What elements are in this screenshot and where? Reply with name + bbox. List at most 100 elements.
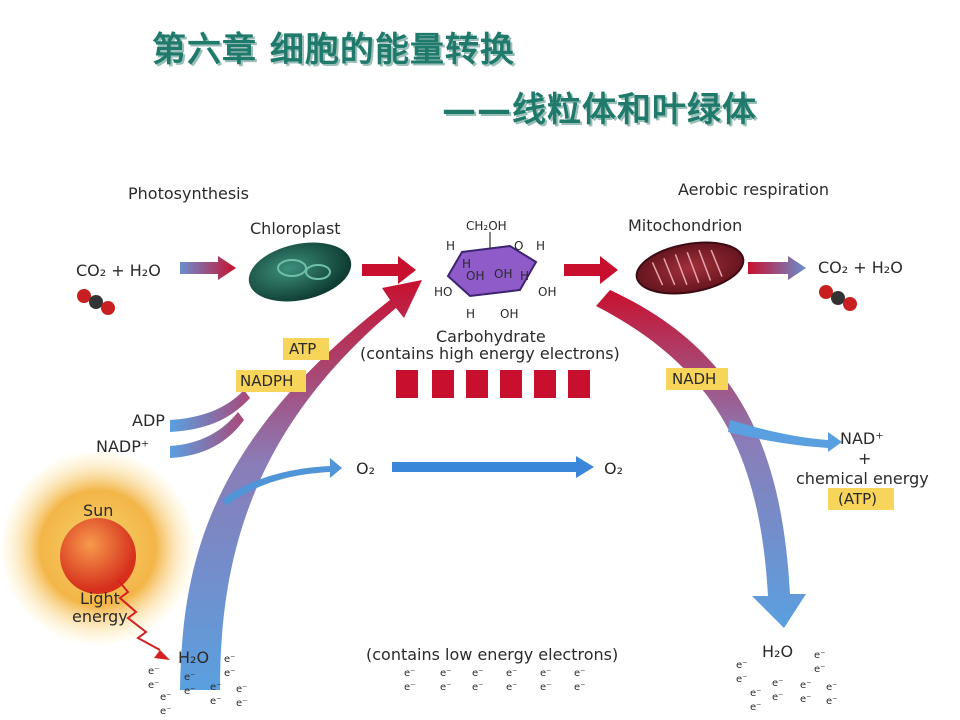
svg-text:e⁻: e⁻: [800, 680, 811, 691]
svg-text:e⁻: e⁻: [736, 660, 747, 671]
slide-title-line2: ——线粒体和叶绿体: [442, 90, 757, 130]
h2o-left-label: H₂O: [178, 648, 209, 667]
svg-text:e⁻: e⁻: [236, 684, 247, 695]
nadh-tag-label: NADH: [672, 370, 716, 388]
nadp-label: NADP⁺: [96, 437, 149, 456]
high-energy-electrons: [396, 370, 590, 398]
o2-left-label: O₂: [356, 459, 375, 478]
svg-text:CH₂OH: CH₂OH: [466, 219, 507, 233]
svg-text:e⁻: e⁻: [750, 702, 761, 713]
atp-output-tag: [828, 488, 894, 510]
photosynthesis-header: Photosynthesis: [128, 184, 249, 203]
molecule-icon-right: [819, 285, 857, 311]
svg-text:e⁻: e⁻: [224, 668, 235, 679]
chloroplast-label: Chloroplast: [250, 219, 341, 238]
svg-text:e⁻: e⁻: [148, 666, 159, 677]
sun-label: Sun: [83, 501, 113, 520]
svg-text:e⁻: e⁻: [736, 674, 747, 685]
svg-text:e⁻: e⁻: [540, 682, 551, 693]
right-descending-arrow: [596, 290, 806, 628]
svg-text:e⁻: e⁻: [826, 696, 837, 707]
svg-text:e⁻: e⁻: [440, 668, 451, 679]
svg-text:e⁻: e⁻: [772, 678, 783, 689]
svg-text:e⁻: e⁻: [574, 668, 585, 679]
chemical-energy-label: chemical energy: [796, 469, 929, 488]
svg-text:O: O: [514, 239, 523, 253]
svg-text:e⁻: e⁻: [224, 654, 235, 665]
svg-text:e⁻: e⁻: [826, 682, 837, 693]
h2o-right-label: H₂O: [762, 642, 793, 661]
svg-text:OH: OH: [500, 307, 518, 321]
light-ray-arrowhead-icon: [154, 650, 170, 660]
adp-label: ADP: [132, 411, 165, 430]
carbohydrate-label: Carbohydrate: [436, 327, 546, 346]
input-arrow: [180, 256, 236, 280]
svg-text:e⁻: e⁻: [540, 668, 551, 679]
mitochondrion-icon: [635, 241, 745, 295]
svg-text:e⁻: e⁻: [404, 682, 415, 693]
sun-graphic: Sun Light energy: [2, 452, 194, 660]
adp-arrow: [170, 390, 250, 432]
nadp-arrow: [170, 412, 244, 458]
molecule-icon-left: [77, 289, 115, 315]
svg-text:e⁻: e⁻: [184, 686, 195, 697]
svg-text:HO: HO: [434, 285, 452, 299]
svg-text:H: H: [446, 239, 455, 253]
electrons-right: e⁻ e⁻ e⁻ e⁻ e⁻ e⁻ e⁻ e⁻ e⁻ e⁻ e⁻ e⁻: [736, 650, 837, 713]
nad-label: NAD⁺: [840, 429, 884, 448]
atp-paren-label: (ATP): [838, 490, 877, 508]
carbohydrate-note: (contains high energy electrons): [360, 344, 620, 363]
slide-title-line1: 第六章 细胞的能量转换: [152, 30, 515, 70]
svg-text:OH: OH: [494, 267, 512, 281]
svg-text:e⁻: e⁻: [574, 682, 585, 693]
svg-text:e⁻: e⁻: [814, 650, 825, 661]
nadph-tag: [236, 370, 306, 392]
svg-text:H: H: [536, 239, 545, 253]
svg-text:e⁻: e⁻: [472, 682, 483, 693]
svg-text:e⁻: e⁻: [404, 668, 415, 679]
svg-text:e⁻: e⁻: [210, 682, 221, 693]
nad-branch-arrow: [728, 420, 842, 452]
atp-tag-label: ATP: [289, 340, 316, 358]
left-rising-arrow: [180, 280, 422, 690]
o2-right-label: O₂: [604, 459, 623, 478]
svg-text:OH: OH: [538, 285, 556, 299]
electrons-left: e⁻ e⁻ e⁻ e⁻ e⁻ e⁻ e⁻ e⁻ e⁻ e⁻ e⁻ e⁻: [148, 654, 247, 717]
svg-text:e⁻: e⁻: [506, 682, 517, 693]
svg-text:e⁻: e⁻: [506, 668, 517, 679]
svg-text:e⁻: e⁻: [210, 696, 221, 707]
light-label: Light: [80, 589, 120, 608]
o2-left-arrow: [222, 458, 342, 506]
o2-transfer-arrow-shaft: [392, 462, 576, 472]
svg-text:e⁻: e⁻: [440, 682, 451, 693]
svg-text:H: H: [462, 257, 471, 271]
sugar-to-mitochondrion-arrow: [564, 256, 618, 284]
nadph-tag-label: NADPH: [240, 372, 293, 390]
svg-text:e⁻: e⁻: [772, 692, 783, 703]
atp-tag: [283, 338, 329, 360]
svg-text:e⁻: e⁻: [184, 672, 195, 683]
svg-text:H: H: [466, 307, 475, 321]
chloroplast-icon: [248, 242, 352, 302]
o2-transfer-arrowhead-icon: [576, 456, 594, 478]
svg-text:e⁻: e⁻: [160, 706, 171, 717]
svg-text:e⁻: e⁻: [148, 680, 159, 691]
svg-text:H: H: [520, 269, 529, 283]
output-arrow: [748, 256, 806, 280]
low-energy-note: (contains low energy electrons): [366, 645, 618, 664]
glucose-molecule-icon: CH₂OH H O H H OH OH H HO OH H OH: [434, 219, 556, 321]
svg-text:e⁻: e⁻: [814, 664, 825, 675]
mitochondrion-label: Mitochondrion: [628, 216, 742, 235]
plus-label: +: [858, 449, 871, 468]
aerobic-respiration-header: Aerobic respiration: [678, 180, 829, 199]
co2-h2o-input-label: CO₂ + H₂O: [76, 261, 161, 280]
nadh-tag: [666, 368, 728, 390]
energy-label: energy: [72, 607, 128, 626]
svg-text:e⁻: e⁻: [160, 692, 171, 703]
chloroplast-to-sugar-arrow: [362, 256, 416, 284]
svg-text:e⁻: e⁻: [236, 698, 247, 709]
electrons-middle: e⁻ e⁻ e⁻ e⁻ e⁻ e⁻ e⁻ e⁻ e⁻ e⁻ e⁻ e⁻: [404, 668, 585, 693]
co2-h2o-output-label: CO₂ + H₂O: [818, 258, 903, 277]
light-ray-icon: [117, 579, 161, 651]
